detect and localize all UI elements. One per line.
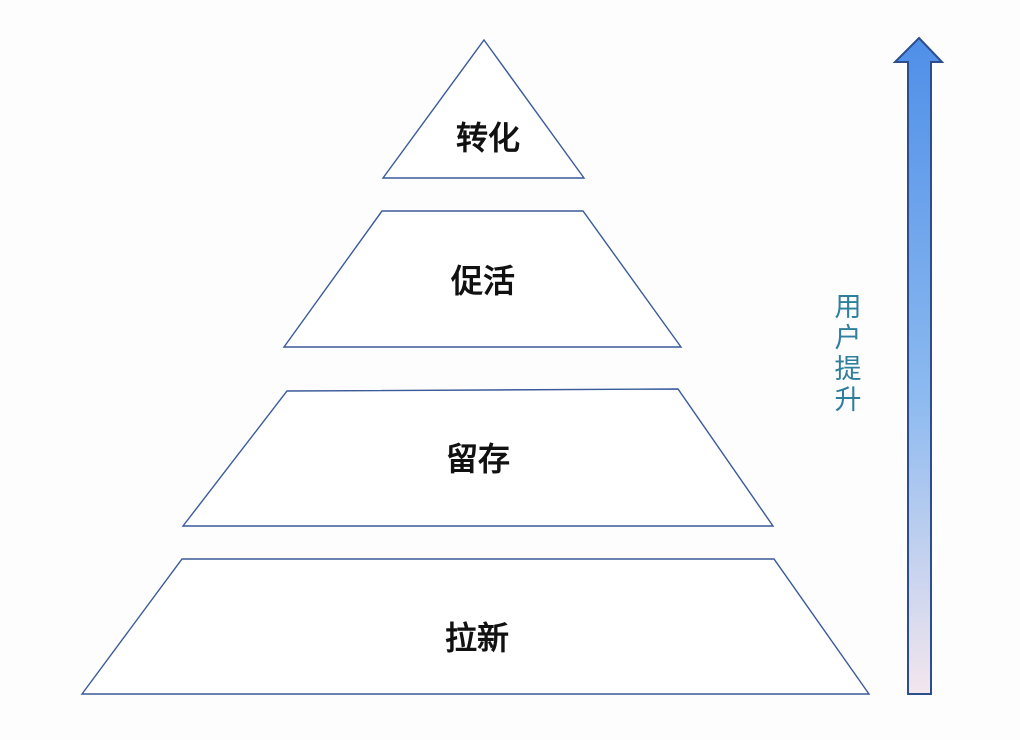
level-label-conversion: 转化 (456, 119, 520, 157)
level-label-activation: 促活 (450, 262, 515, 300)
pyramid-level-activation (282, 210, 683, 348)
side-label-char: 用 (835, 292, 862, 323)
pyramid-level-retention (181, 388, 775, 527)
pyramid-level-conversion (381, 38, 586, 179)
pyramid-level-acquisition (80, 558, 871, 695)
side-label-char: 户 (835, 323, 862, 354)
up-arrow-icon (892, 36, 945, 695)
level-label-retention: 留存 (446, 440, 510, 478)
side-label-char: 提 (835, 354, 862, 385)
level-label-acquisition: 拉新 (445, 619, 509, 657)
side-label-char: 升 (835, 385, 862, 416)
